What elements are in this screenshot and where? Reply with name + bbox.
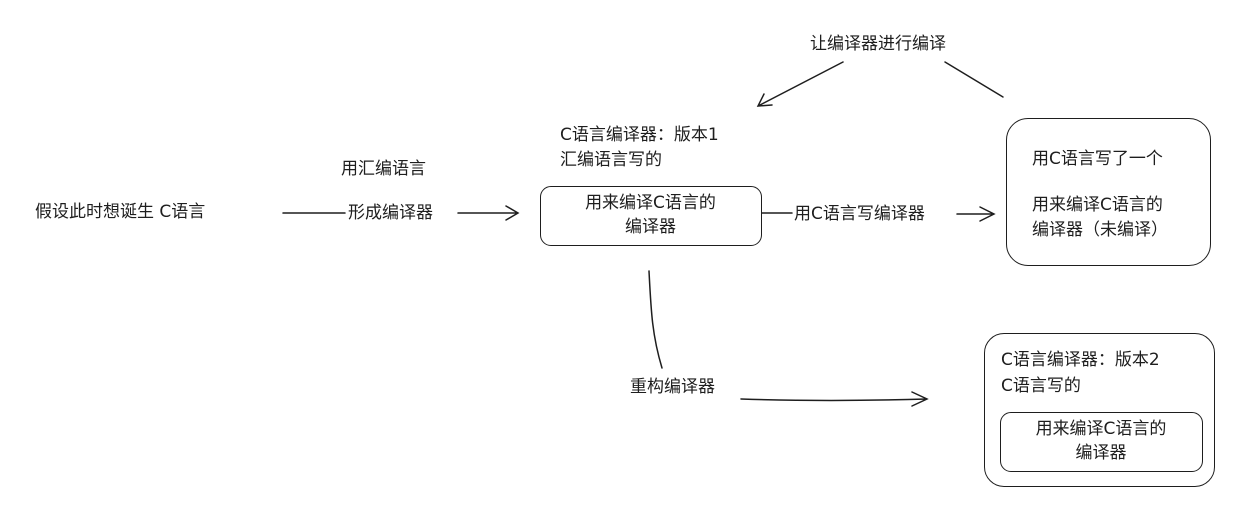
compiler-box-v1-line1: 用来编译C语言的 bbox=[585, 193, 716, 213]
form-compiler-label: 形成编译器 bbox=[348, 203, 433, 223]
let-compiler-compile-label: 让编译器进行编译 bbox=[810, 34, 946, 54]
v1-title-label: C语言编译器：版本1 bbox=[560, 125, 719, 145]
line-right-to-let-compile bbox=[944, 61, 1004, 98]
use-assembly-label: 用汇编语言 bbox=[341, 159, 426, 179]
compiler-box-v1: 用来编译C语言的 编译器 bbox=[540, 186, 762, 246]
right-box-line2: 用来编译C语言的 bbox=[1032, 195, 1163, 215]
compiler-box-v1-line2: 编译器 bbox=[625, 217, 676, 237]
arrow-refactor-to-v2 bbox=[740, 391, 929, 407]
compiler-box-v2-line1: 用来编译C语言的 bbox=[1035, 419, 1167, 439]
refactor-compiler-label: 重构编译器 bbox=[630, 377, 715, 397]
compiler-box-v2-line2: 编译器 bbox=[1075, 443, 1127, 463]
v2-title-label: C语言编译器：版本2 bbox=[1001, 350, 1160, 370]
assume-c-language-label: 假设此时想诞生 C语言 bbox=[35, 202, 206, 222]
arrow-write-to-right bbox=[956, 206, 996, 222]
v1-subtitle-label: 汇编语言写的 bbox=[560, 150, 662, 170]
compiler-box-v2: 用来编译C语言的 编译器 bbox=[1000, 412, 1203, 472]
right-box-line3: 编译器（未编译） bbox=[1032, 220, 1168, 240]
uncompiled-compiler-box: 用C语言写了一个 用来编译C语言的 编译器（未编译） bbox=[1006, 118, 1211, 266]
write-compiler-in-c-label: 用C语言写编译器 bbox=[794, 204, 925, 224]
arrow-let-compile-to-box1 bbox=[756, 61, 844, 107]
right-box-line1: 用C语言写了一个 bbox=[1032, 149, 1163, 169]
line-box1-down-to-refactor bbox=[648, 270, 663, 369]
compiler-v2-outer-box: C语言编译器：版本2 C语言写的 用来编译C语言的 编译器 bbox=[984, 333, 1215, 487]
arrow-form-to-box1 bbox=[457, 205, 520, 221]
v2-subtitle-label: C语言写的 bbox=[1001, 376, 1081, 396]
